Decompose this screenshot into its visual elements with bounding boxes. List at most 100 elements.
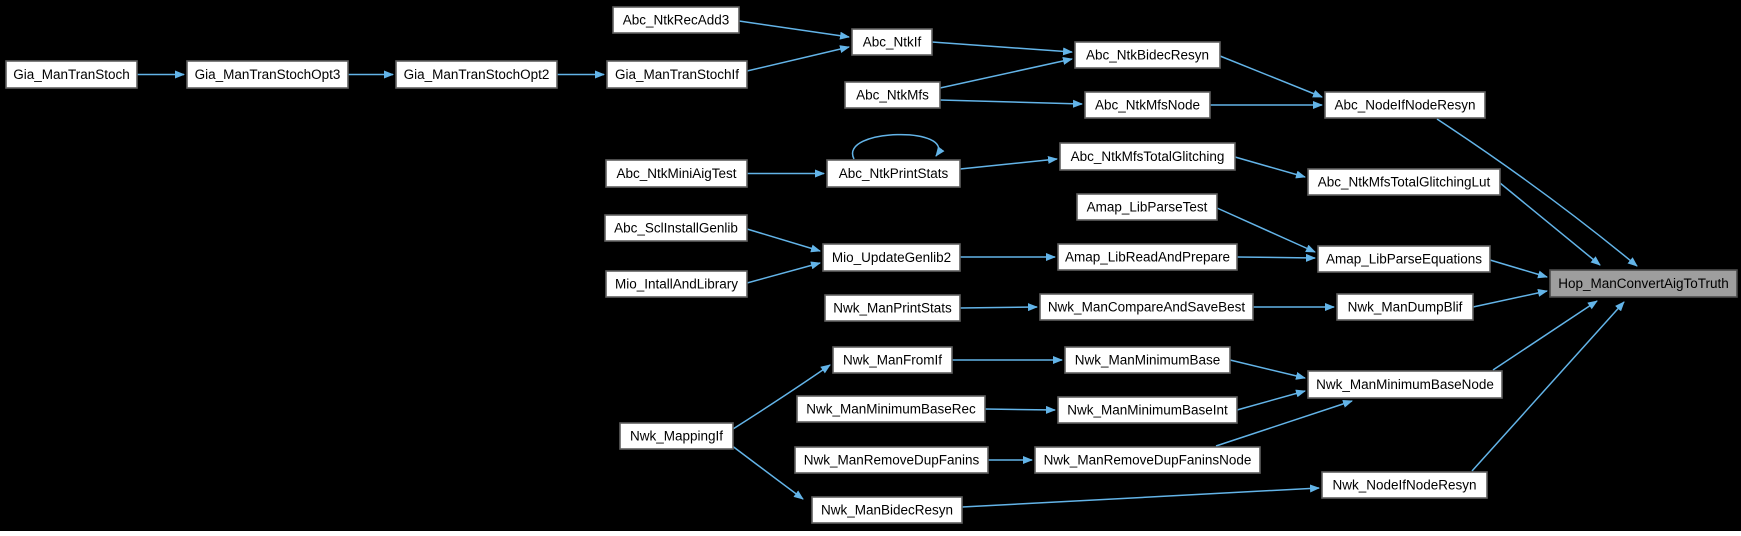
node-box-abc_ntk_if[interactable] [851, 28, 933, 56]
edge-nwk_node_if_node_resyn-to-hop_man_convert_aig_to_truth [1471, 301, 1625, 472]
node-box-nwk_man_minimum_base_int[interactable] [1057, 396, 1238, 424]
node-gia_man_tran_stoch[interactable]: Gia_ManTranStoch [5, 60, 138, 89]
node-abc_ntk_rec_add3[interactable]: Abc_NtkRecAdd3 [612, 6, 740, 34]
edge-nwk_man_dump_blif-to-hop_man_convert_aig_to_truth [1472, 288, 1548, 308]
node-nwk_node_if_node_resyn[interactable]: Nwk_NodeIfNodeResyn [1321, 471, 1488, 499]
node-abc_ntk_mfs_total_glitching[interactable]: Abc_NtkMfsTotalGlitching [1059, 142, 1236, 171]
node-mio_update_genlib2[interactable]: Mio_UpdateGenlib2 [822, 243, 961, 272]
node-nwk_man_print_stats[interactable]: Nwk_ManPrintStats [824, 294, 961, 322]
edge-nwk_man_bidec_resyn-to-nwk_node_if_node_resyn [961, 484, 1320, 508]
edge-abc_ntk_if-to-abc_ntk_bidec_resyn [931, 41, 1073, 56]
node-box-abc_ntk_print_stats[interactable] [826, 159, 961, 188]
node-abc_ntk_mfs_total_glitching_lut[interactable]: Abc_NtkMfsTotalGlitchingLut [1307, 168, 1501, 196]
node-amap_lib_parse_equations[interactable]: Amap_LibParseEquations [1317, 245, 1491, 273]
node-abc_ntk_if[interactable]: Abc_NtkIf [851, 28, 933, 56]
node-nwk_man_remove_dup_fanins_node[interactable]: Nwk_ManRemoveDupFaninsNode [1034, 446, 1261, 474]
node-gia_man_tran_stoch_opt2[interactable]: Gia_ManTranStochOpt2 [395, 60, 558, 89]
node-nwk_man_remove_dup_fanins[interactable]: Nwk_ManRemoveDupFanins [794, 446, 989, 474]
node-amap_lib_parse_test[interactable]: Amap_LibParseTest [1076, 193, 1218, 221]
node-box-nwk_man_minimum_base[interactable] [1064, 346, 1231, 374]
node-abc_ntk_mfs_node[interactable]: Abc_NtkMfsNode [1084, 91, 1211, 119]
edge-abc_scl_install_genlib-to-mio_update_genlib2 [746, 228, 821, 253]
node-box-gia_man_tran_stoch_if[interactable] [606, 60, 748, 89]
node-box-abc_ntk_mfs_total_glitching_lut[interactable] [1307, 168, 1501, 196]
node-label-nwk_man_minimum_base: Nwk_ManMinimumBase [1075, 353, 1221, 368]
node-box-abc_ntk_mfs_total_glitching[interactable] [1059, 142, 1236, 171]
node-label-abc_ntk_if: Abc_NtkIf [863, 35, 922, 50]
node-label-nwk_man_from_if: Nwk_ManFromIf [843, 353, 942, 368]
node-box-nwk_man_remove_dup_fanins_node[interactable] [1034, 446, 1261, 474]
edge-abc_ntk_mfs-to-abc_ntk_mfs_node [939, 99, 1083, 108]
node-label-gia_man_tran_stoch_if: Gia_ManTranStochIf [615, 67, 739, 82]
node-hop_man_convert_aig_to_truth[interactable]: Hop_ManConvertAigToTruth [1549, 269, 1738, 298]
node-box-abc_scl_install_genlib[interactable] [604, 214, 748, 242]
node-label-nwk_man_minimum_base_node: Nwk_ManMinimumBaseNode [1316, 377, 1494, 392]
node-abc_scl_install_genlib[interactable]: Abc_SclInstallGenlib [604, 214, 748, 242]
edge-abc_ntk_print_stats-to-abc_ntk_print_stats [851, 133, 945, 160]
node-box-mio_intall_and_library[interactable] [605, 270, 748, 298]
node-abc_ntk_mfs[interactable]: Abc_NtkMfs [844, 81, 941, 109]
node-box-nwk_man_compare_and_save_best[interactable] [1039, 293, 1254, 321]
node-label-abc_ntk_mfs_total_glitching: Abc_NtkMfsTotalGlitching [1071, 149, 1225, 164]
node-box-nwk_mapping_if[interactable] [619, 422, 734, 450]
edges-layer [137, 20, 1638, 508]
node-box-nwk_man_dump_blif[interactable] [1336, 293, 1474, 321]
node-box-abc_ntk_bidec_resyn[interactable] [1074, 41, 1221, 69]
node-label-gia_man_tran_stoch_opt3: Gia_ManTranStochOpt3 [195, 67, 341, 82]
edge-amap_lib_parse_equations-to-hop_man_convert_aig_to_truth [1489, 259, 1548, 279]
edge-amap_lib_read_and_prepare-to-amap_lib_parse_equations [1236, 253, 1316, 262]
node-gia_man_tran_stoch_if[interactable]: Gia_ManTranStochIf [606, 60, 748, 89]
node-nwk_man_bidec_resyn[interactable]: Nwk_ManBidecResyn [811, 496, 963, 524]
edge-nwk_man_minimum_base_rec-to-nwk_man_minimum_base_int [984, 405, 1056, 414]
node-box-abc_node_if_node_resyn[interactable] [1324, 91, 1486, 119]
node-nwk_man_from_if[interactable]: Nwk_ManFromIf [832, 346, 953, 374]
node-box-nwk_man_minimum_base_rec[interactable] [796, 395, 986, 423]
node-label-abc_ntk_rec_add3: Abc_NtkRecAdd3 [623, 13, 730, 28]
node-box-amap_lib_read_and_prepare[interactable] [1057, 243, 1238, 271]
node-box-gia_man_tran_stoch[interactable] [5, 60, 138, 89]
node-label-nwk_mapping_if: Nwk_MappingIf [630, 429, 723, 444]
node-box-nwk_man_remove_dup_fanins[interactable] [794, 446, 989, 474]
node-box-nwk_man_minimum_base_node[interactable] [1307, 370, 1503, 399]
node-label-nwk_man_print_stats: Nwk_ManPrintStats [833, 301, 952, 316]
edge-amap_lib_parse_test-to-amap_lib_parse_equations [1216, 207, 1316, 253]
node-box-amap_lib_parse_test[interactable] [1076, 193, 1218, 221]
node-box-amap_lib_parse_equations[interactable] [1317, 245, 1491, 273]
node-abc_ntk_mini_aig_test[interactable]: Abc_NtkMiniAigTest [605, 159, 748, 188]
node-box-abc_ntk_mfs[interactable] [844, 81, 941, 109]
node-abc_ntk_bidec_resyn[interactable]: Abc_NtkBidecResyn [1074, 41, 1221, 69]
node-box-mio_update_genlib2[interactable] [822, 243, 961, 272]
node-nwk_mapping_if[interactable]: Nwk_MappingIf [619, 422, 734, 450]
node-nwk_man_minimum_base_node[interactable]: Nwk_ManMinimumBaseNode [1307, 370, 1503, 399]
node-amap_lib_read_and_prepare[interactable]: Amap_LibReadAndPrepare [1057, 243, 1238, 271]
node-nwk_man_dump_blif[interactable]: Nwk_ManDumpBlif [1336, 293, 1474, 321]
node-gia_man_tran_stoch_opt3[interactable]: Gia_ManTranStochOpt3 [186, 60, 349, 89]
node-box-hop_man_convert_aig_to_truth[interactable] [1549, 269, 1738, 298]
node-label-amap_lib_parse_equations: Amap_LibParseEquations [1326, 252, 1482, 267]
node-nwk_man_minimum_base_int[interactable]: Nwk_ManMinimumBaseInt [1057, 396, 1238, 424]
edge-nwk_man_remove_dup_fanins_node-to-nwk_man_minimum_base_node [1215, 400, 1353, 447]
edge-nwk_mapping_if-to-nwk_man_bidec_resyn [730, 444, 804, 500]
node-abc_node_if_node_resyn[interactable]: Abc_NodeIfNodeResyn [1324, 91, 1486, 119]
node-nwk_man_minimum_base_rec[interactable]: Nwk_ManMinimumBaseRec [796, 395, 986, 423]
node-box-abc_ntk_mfs_node[interactable] [1084, 91, 1211, 119]
node-box-nwk_man_bidec_resyn[interactable] [811, 496, 963, 524]
nodes-layer: Gia_ManTranStoch Gia_ManTranStochOpt3 Gia_… [5, 6, 1738, 524]
node-nwk_man_minimum_base[interactable]: Nwk_ManMinimumBase [1064, 346, 1231, 374]
node-box-abc_ntk_mini_aig_test[interactable] [605, 159, 748, 188]
node-label-abc_ntk_mini_aig_test: Abc_NtkMiniAigTest [616, 166, 736, 181]
node-box-gia_man_tran_stoch_opt3[interactable] [186, 60, 349, 89]
edge-nwk_man_minimum_base_node-to-hop_man_convert_aig_to_truth [1492, 300, 1598, 371]
node-nwk_man_compare_and_save_best[interactable]: Nwk_ManCompareAndSaveBest [1039, 293, 1254, 321]
node-box-nwk_node_if_node_resyn[interactable] [1321, 471, 1488, 499]
node-box-gia_man_tran_stoch_opt2[interactable] [395, 60, 558, 89]
node-label-gia_man_tran_stoch: Gia_ManTranStoch [13, 67, 130, 82]
node-abc_ntk_print_stats[interactable]: Abc_NtkPrintStats [826, 159, 961, 188]
node-label-abc_node_if_node_resyn: Abc_NodeIfNodeResyn [1334, 98, 1475, 113]
node-mio_intall_and_library[interactable]: Mio_IntallAndLibrary [605, 270, 748, 298]
node-box-abc_ntk_rec_add3[interactable] [612, 6, 740, 34]
node-label-abc_ntk_print_stats: Abc_NtkPrintStats [839, 166, 949, 181]
node-box-nwk_man_from_if[interactable] [832, 346, 953, 374]
node-label-gia_man_tran_stoch_opt2: Gia_ManTranStochOpt2 [404, 67, 550, 82]
node-box-nwk_man_print_stats[interactable] [824, 294, 961, 322]
